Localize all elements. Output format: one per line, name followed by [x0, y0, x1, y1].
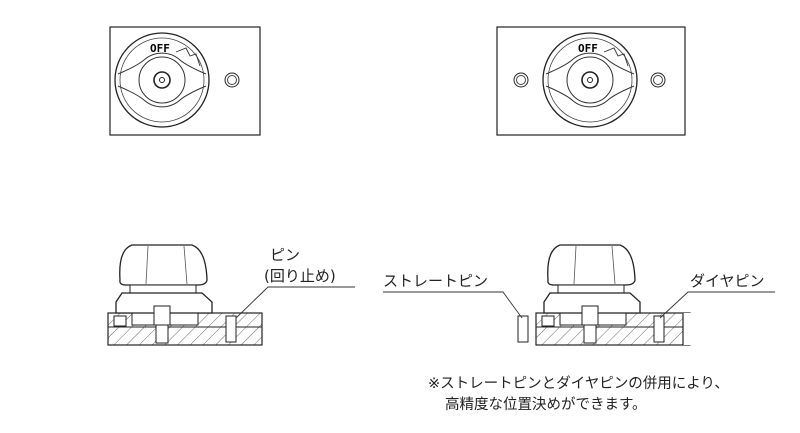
straight-pin-hole — [513, 72, 529, 88]
top-view-left-frame — [109, 26, 261, 136]
pin-hole-left — [224, 72, 240, 88]
label-pin: ピン — [270, 246, 301, 264]
leader-straight-pin — [383, 291, 523, 319]
side-view-left — [107, 244, 263, 346]
leader-pin — [235, 286, 355, 319]
straight-pin — [517, 315, 529, 343]
label-straight-pin: ストレートピン — [383, 272, 489, 290]
note-line-1: ※ストレートピンとダイヤピンの併用により、 — [428, 376, 729, 392]
label-pin-sub: (回り止め) — [264, 267, 336, 285]
rotation-stop-pin — [225, 315, 237, 343]
diamond-pin-hole — [650, 72, 666, 88]
note-line-2: 高精度な位置決めができます。 — [445, 397, 647, 413]
off-label-left: OFF — [150, 42, 170, 55]
leader-diamond-pin — [659, 291, 775, 319]
off-label-right: OFF — [578, 42, 598, 55]
top-view-right-frame — [496, 26, 686, 136]
diamond-pin — [653, 315, 665, 343]
label-diamond-pin: ダイヤピン — [690, 272, 765, 290]
side-view-right — [535, 244, 691, 346]
